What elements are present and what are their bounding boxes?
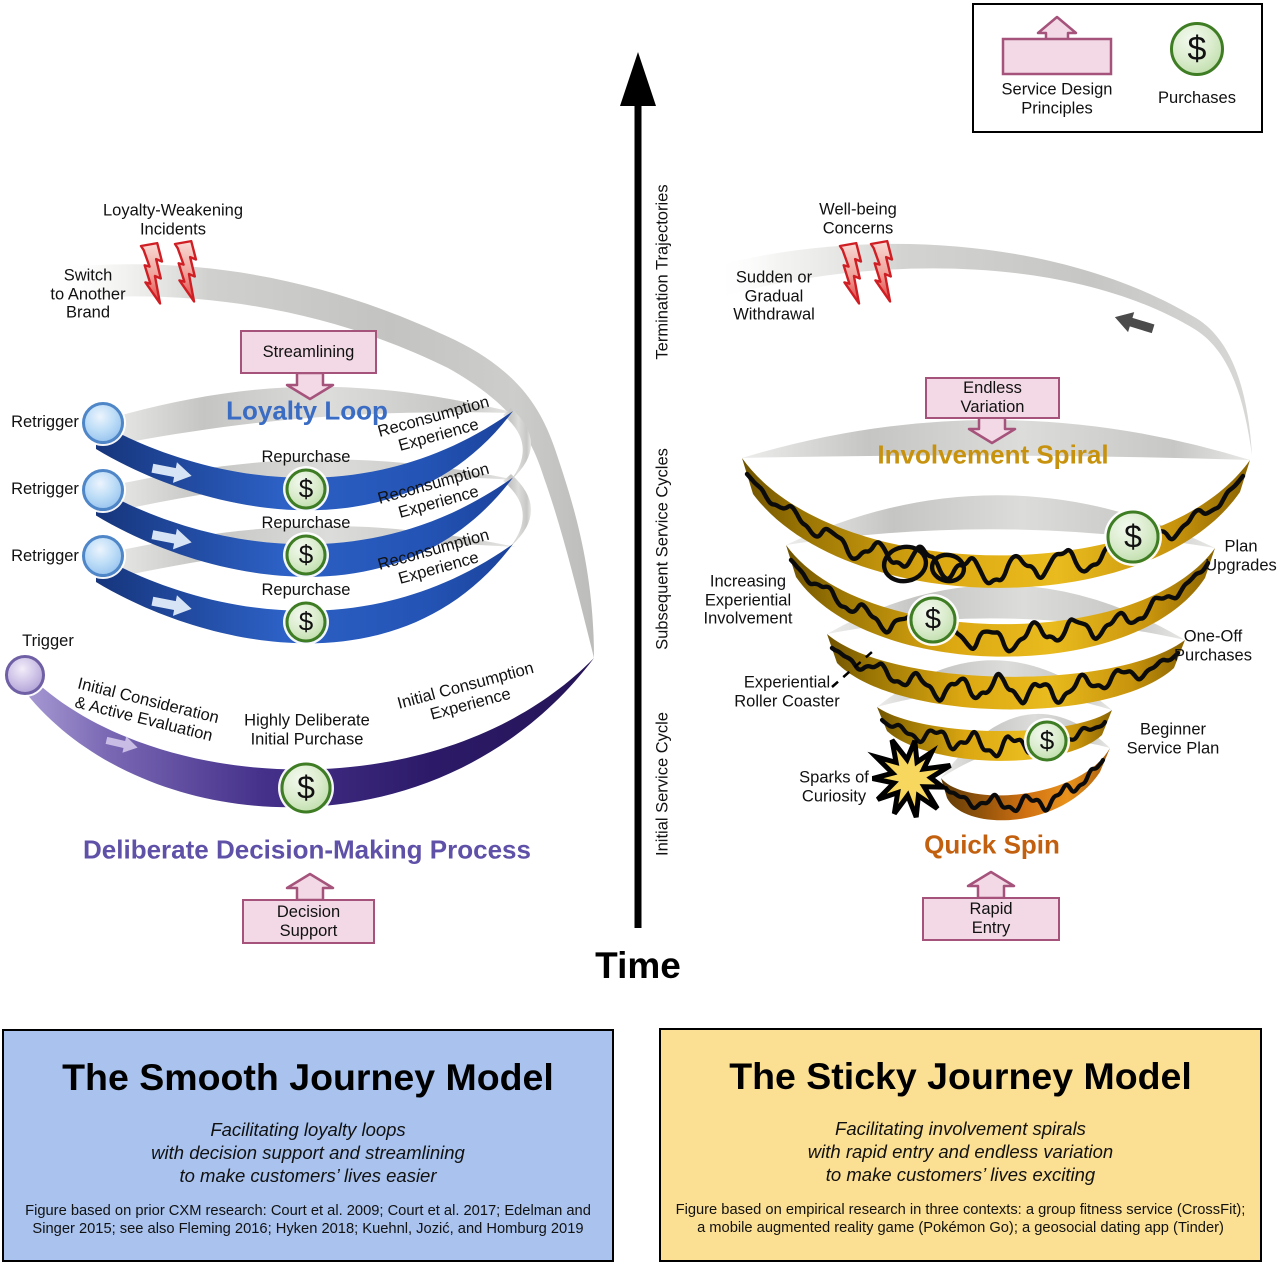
- withdrawal-label: Sudden or Gradual Withdrawal: [733, 268, 815, 324]
- legend: [972, 3, 1263, 133]
- sticky-dollar-1: $: [1106, 510, 1160, 564]
- retrigger-label-2: Retrigger: [11, 479, 79, 498]
- squiggle-4: [879, 717, 1108, 759]
- sparks-label: Sparks of Curiosity: [799, 768, 869, 806]
- quick-spin-title: Quick Spin: [924, 829, 1060, 860]
- legend-purchases-label: Purchases: [1158, 88, 1236, 107]
- streamlining-arrow-icon: [285, 371, 335, 401]
- sticky-back-arc-3: [827, 584, 1185, 640]
- sticky-dollar-3: $: [1026, 720, 1068, 762]
- decision-support-label: Decision Support: [276, 902, 341, 940]
- dollar-sign: $: [1124, 518, 1142, 555]
- sticky-summary-title: The Sticky Journey Model: [729, 1055, 1192, 1097]
- time-arrow-shaft: [634, 100, 642, 928]
- smooth-curl-1: [503, 408, 531, 480]
- repurchase-label-3: Repurchase: [261, 580, 351, 599]
- squiggle-3: [829, 645, 1181, 706]
- axis-initial-label: Initial Service Cycle: [653, 712, 672, 856]
- repurchase-dollar-1: $: [285, 468, 327, 510]
- loyalty-loop-title: Loyalty Loop: [226, 395, 388, 426]
- smooth-summary-subtitle: Facilitating loyalty loops with decision…: [151, 1119, 465, 1186]
- smooth-summary-note: Figure based on prior CXM research: Cour…: [25, 1203, 591, 1237]
- rapid-entry-label: Rapid Entry: [969, 900, 1013, 937]
- smooth-initial-band: [22, 658, 594, 808]
- smooth-loop-band-3: [96, 544, 513, 644]
- diagram-art: [22, 15, 1252, 928]
- dollar-sign: $: [297, 769, 315, 806]
- time-axis: [620, 52, 656, 928]
- sticky-summary-box: The Sticky Journey Model Facilitating in…: [659, 1028, 1262, 1262]
- repurchase-dollar-3: $: [285, 601, 327, 643]
- squiggle-5: [943, 757, 1106, 814]
- smooth-loop-band-2: [96, 477, 513, 577]
- dollar-sign: $: [298, 473, 314, 504]
- squiggle-loop-icon: [929, 552, 967, 584]
- smooth-summary-title: The Smooth Journey Model: [62, 1056, 554, 1098]
- decision-support-box: Decision Support: [242, 899, 375, 944]
- smooth-summary-box: The Smooth Journey Model Facilitating lo…: [2, 1029, 614, 1262]
- dollar-sign: $: [1187, 29, 1207, 68]
- squiggle-1: [744, 471, 1246, 586]
- sticky-back-arc-2: [786, 495, 1215, 548]
- switch-brand-label: Switch to Another Brand: [50, 266, 126, 322]
- smooth-curl-2: [503, 474, 531, 546]
- trigger-label: Trigger: [22, 631, 74, 650]
- retrigger-node-1: [82, 402, 124, 444]
- repurchase-label-2: Repurchase: [261, 513, 351, 532]
- repurchase-label-1: Repurchase: [261, 447, 351, 466]
- decision-support-arrow-icon: [285, 872, 335, 902]
- withdraw-arrow-icon: [1111, 307, 1157, 339]
- sticky-summary-note: Figure based on empirical research in th…: [675, 1202, 1246, 1236]
- sticky-band-2: [786, 545, 1215, 657]
- axis-termination-label: Termination Trajectories: [653, 184, 672, 360]
- dollar-sign: $: [1039, 725, 1055, 756]
- streamlining-box: Streamlining: [240, 330, 377, 374]
- smooth-process-title: Deliberate Decision-Making Process: [83, 834, 531, 865]
- retrigger-label-1: Retrigger: [11, 412, 79, 431]
- sticky-summary-subtitle: Facilitating involvement spirals with ra…: [807, 1118, 1114, 1185]
- squiggle-2: [788, 557, 1211, 654]
- wellbeing-label: Well-being Concerns: [819, 200, 897, 238]
- sticky-band-3: [827, 634, 1185, 710]
- retrigger-node-3: [82, 535, 124, 577]
- time-axis-label: Time: [595, 945, 681, 986]
- beginner-plan-label: Beginner Service Plan: [1126, 720, 1220, 758]
- sparks-starburst-icon: [867, 738, 952, 819]
- repurchase-dollar-2: $: [285, 534, 327, 576]
- callout-arrows: [285, 15, 1078, 902]
- dollar-sign: $: [298, 606, 314, 637]
- smooth-termination-band: [58, 264, 594, 658]
- endless-variation-box: Endless Variation: [925, 377, 1060, 419]
- plan-upgrades-label: Plan Upgrades: [1205, 537, 1277, 575]
- smooth-loop-band-1: [96, 411, 513, 511]
- dollar-sign: $: [298, 539, 314, 570]
- smooth-coil: [22, 238, 594, 808]
- dollar-sign: $: [924, 603, 942, 636]
- retrigger-label-3: Retrigger: [11, 546, 79, 565]
- involvement-spiral-title: Involvement Spiral: [877, 439, 1109, 470]
- squiggle-loop-icon: [881, 544, 929, 584]
- sticky-termination-band: [714, 243, 1252, 455]
- retrigger-node-2: [82, 469, 124, 511]
- trigger-node: [5, 655, 45, 695]
- sticky-dollar-2: $: [909, 596, 957, 644]
- one-off-label: One-Off Purchases: [1174, 627, 1252, 665]
- legend-principle-glyph: [1001, 37, 1113, 76]
- increasing-involvement-label: Increasing Experiential Involvement: [703, 572, 793, 628]
- endless-variation-arrow-icon: [967, 415, 1017, 445]
- streamlining-label: Streamlining: [262, 342, 355, 361]
- loyalty-weakening-label: Loyalty-Weakening Incidents: [102, 201, 244, 239]
- endless-variation-label: Endless Variation: [960, 379, 1025, 416]
- rapid-entry-arrow-icon: [966, 870, 1016, 900]
- legend-purchases-icon: $: [1170, 22, 1224, 76]
- rapid-entry-box: Rapid Entry: [922, 897, 1060, 941]
- legend-service-design-label: Service Design Principles: [1001, 80, 1113, 118]
- roller-coaster-label: Experiential Roller Coaster: [734, 673, 840, 711]
- smooth-back-band-1: [100, 386, 516, 447]
- axis-subsequent-label: Subsequent Service Cycles: [653, 448, 672, 650]
- time-arrow-head: [620, 52, 656, 106]
- initial-purchase-dollar: $: [280, 762, 332, 814]
- highly-deliberate-label: Highly Deliberate Initial Purchase: [244, 711, 370, 749]
